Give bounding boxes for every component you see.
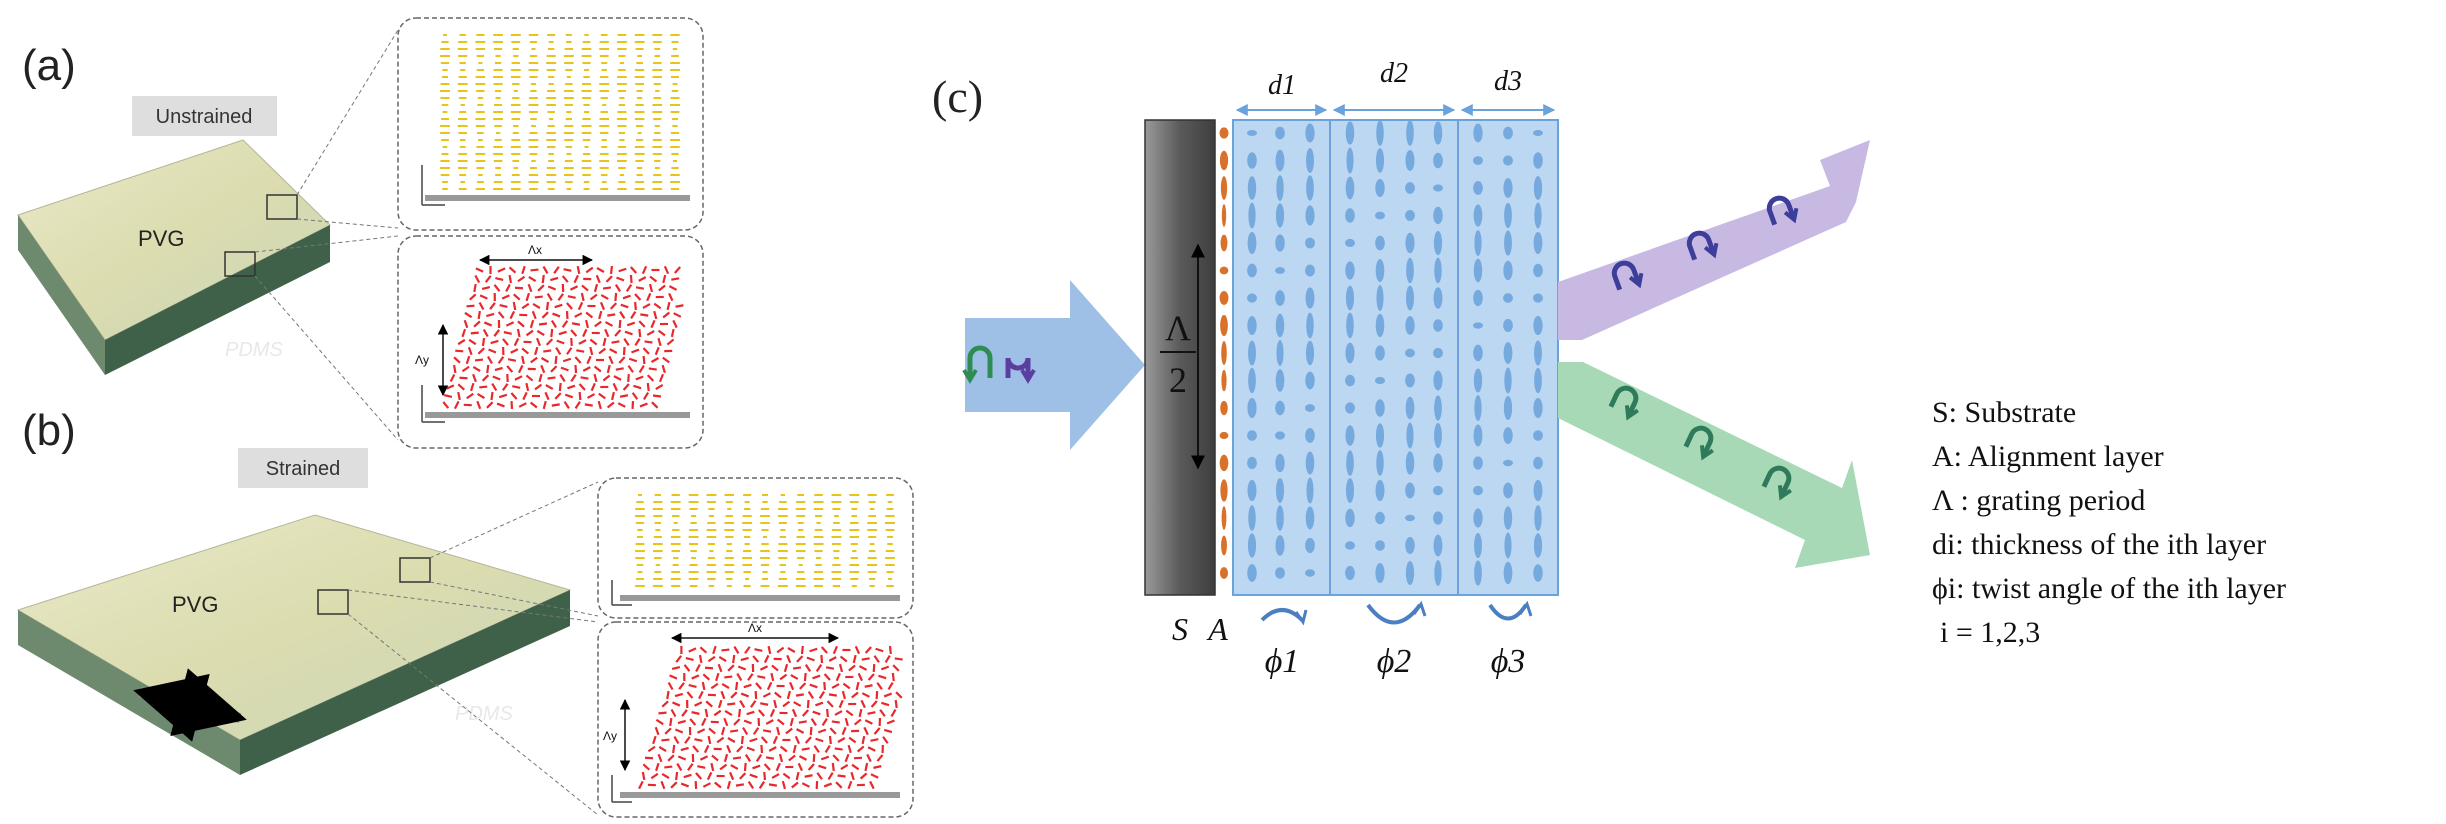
panel-a-label: (a) — [22, 41, 76, 90]
strained-badge-bg — [238, 448, 368, 488]
panel-a: (a) Unstrained PVG PDMS — [17, 17, 704, 449]
inset-a-top — [397, 17, 704, 231]
slab-a-side — [105, 225, 330, 375]
slab-b-mark-2 — [317, 589, 349, 615]
slab-b-pdms: PDMS — [455, 703, 513, 725]
slab-b-mark-1 — [399, 557, 431, 583]
polarization-icon — [1686, 230, 1719, 261]
inset-b-period-x: Λx — [748, 621, 762, 635]
slab-b: PVG PDMS — [16, 481, 599, 816]
slab-a-mark-1 — [266, 194, 298, 220]
yellow-lc-array-a — [440, 34, 680, 190]
polarization-icon — [1766, 195, 1799, 226]
panel-c-label: (c) — [932, 71, 983, 122]
inset-a-bottom: Λx Λy — [397, 235, 704, 449]
twist-label-1: ϕ1 — [1265, 643, 1300, 680]
polarization-icon — [1683, 425, 1714, 461]
slab-a-mark-2 — [224, 251, 256, 277]
inset-a-period-y: Λy — [415, 353, 429, 367]
thickness-label-1: d1 — [1268, 70, 1296, 101]
unstrained-badge: Unstrained — [156, 106, 253, 128]
thickness-label-2: d2 — [1380, 58, 1408, 89]
thickness-label-3: d3 — [1494, 66, 1522, 97]
inset-b-bottom: Λx Λy — [597, 621, 914, 818]
slab-a: PVG PDMS — [17, 29, 399, 441]
legend-thickness: di: thickness of the ith layer — [1932, 528, 2266, 561]
inset-a-period-x: Λx — [528, 243, 542, 257]
twist-label-3: ϕ3 — [1491, 643, 1526, 680]
lc-molecules — [1247, 120, 1543, 586]
slab-b-pvg: PVG — [172, 592, 218, 617]
polarization-icon — [1611, 260, 1644, 291]
twist-arrow-1 — [1260, 608, 1304, 622]
polarization-icon — [1761, 465, 1792, 501]
substrate — [1144, 119, 1216, 596]
legend-period: Λ : grating period — [1932, 484, 2145, 517]
incoming-beam-arrow — [965, 280, 1145, 450]
red-lc-array-b — [638, 645, 903, 790]
inset-b-period-y: Λy — [603, 729, 617, 743]
red-lc-array-a — [442, 265, 684, 410]
period-denominator: 2 — [1169, 360, 1187, 400]
substrate-label: S — [1172, 611, 1188, 647]
legend-alignment: A: Alignment layer — [1932, 440, 2164, 473]
unstrained-badge-bg — [132, 96, 277, 136]
slab-a-pdms: PDMS — [225, 339, 283, 361]
slab-a-front — [18, 215, 105, 375]
inset-b-top — [597, 477, 914, 619]
panel-c: (c) Λ 2 d1 d2 d3 S A ϕ — [932, 58, 2286, 680]
twist-arrow-2 — [1366, 603, 1422, 625]
polarization-icon — [1608, 385, 1639, 421]
legend-twist: ϕi: twist angle of the ith layer — [1932, 572, 2286, 605]
strained-badge: Strained — [266, 458, 341, 480]
legend: S: Substrate A: Alignment layer Λ : grat… — [1932, 396, 2286, 649]
slab-a-pvg: PVG — [138, 226, 184, 251]
incoming-polarization-left-icon — [967, 345, 993, 378]
diffracted-beam-purple — [1558, 140, 1870, 340]
strain-arrow — [133, 668, 247, 742]
diffracted-beam-green — [1558, 362, 1870, 568]
legend-substrate: S: Substrate — [1932, 396, 2076, 429]
alignment-layer — [1219, 127, 1229, 579]
incoming-polarization-right-icon — [1005, 357, 1031, 378]
alignment-label: A — [1206, 611, 1228, 647]
legend-index: i = 1,2,3 — [1940, 616, 2040, 649]
panel-b-label: (b) — [22, 406, 76, 455]
panel-b: (b) Strained PVG PDMS — [16, 406, 914, 818]
yellow-lc-array-b — [635, 494, 895, 587]
slab-b-side — [240, 590, 570, 775]
period-numerator: Λ — [1165, 308, 1191, 348]
twist-label-2: ϕ2 — [1377, 643, 1412, 680]
